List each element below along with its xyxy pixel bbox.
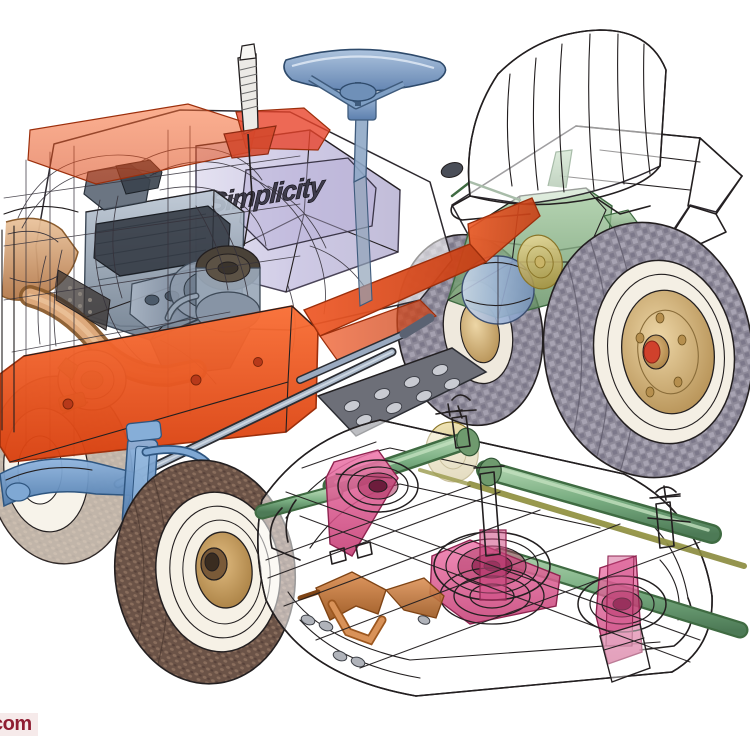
deck-suspension-rods (265, 441, 701, 669)
ghost-frame-lines (3, 125, 301, 457)
site-watermark: com (0, 713, 38, 736)
mower-blade-right (577, 555, 667, 665)
front-grille (1, 205, 79, 433)
footrest-plate (296, 313, 488, 437)
mower-blade-left (325, 449, 419, 557)
spindle-bracket (435, 394, 691, 557)
throttle-lever[interactable] (223, 43, 277, 247)
deck-hanger (269, 499, 373, 565)
deck-lift-linkage (297, 571, 651, 683)
hydraulic-tank (461, 255, 535, 325)
operator-seat (440, 29, 667, 221)
steering-wheel[interactable] (283, 48, 447, 110)
watermark-text: com (0, 713, 32, 735)
drag-link (113, 347, 397, 489)
